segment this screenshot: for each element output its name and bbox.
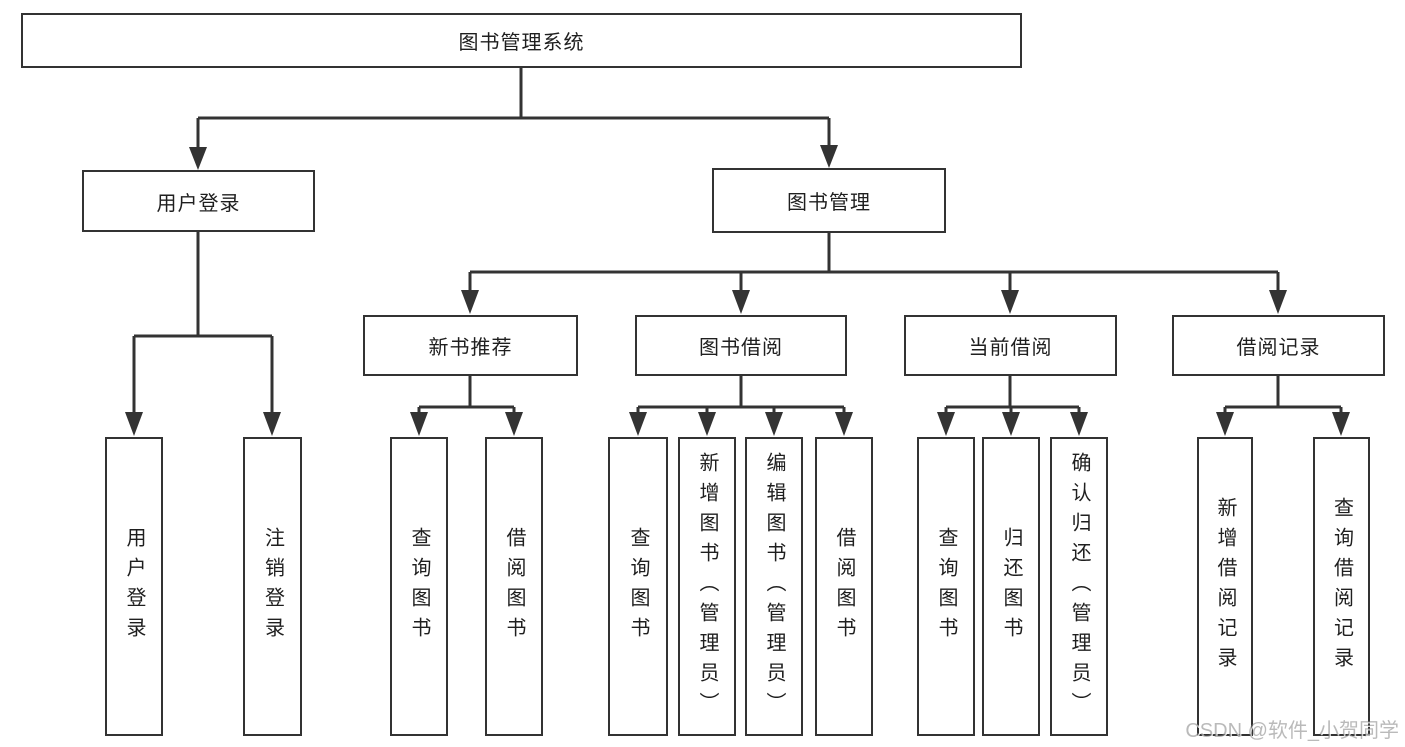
node-current-borrowing: 当前借阅	[904, 315, 1117, 376]
node-label: 借阅记录	[1236, 337, 1321, 359]
node-book-management: 图书管理	[712, 168, 946, 233]
node-label: 归还图书	[1000, 526, 1022, 647]
node-add-borrow-record: 新增借阅记录	[1197, 437, 1253, 736]
node-label: 查询图书	[408, 526, 430, 647]
node-borrow-books: 借阅图书	[815, 437, 873, 736]
node-label: 新书推荐	[428, 337, 513, 359]
node-query-books-borrow: 查询图书	[608, 437, 668, 736]
node-label: 用户登录	[156, 192, 241, 215]
node-return-books: 归还图书	[982, 437, 1040, 736]
node-label: 查询图书	[627, 526, 649, 647]
node-confirm-return-admin: 确认归还（管理员）	[1050, 437, 1108, 736]
node-new-book-recommend: 新书推荐	[363, 315, 578, 376]
node-label: 新增借阅记录	[1214, 496, 1236, 677]
node-query-books-current: 查询图书	[917, 437, 975, 736]
node-label: 图书管理系统	[458, 32, 585, 54]
node-label: 新增图书（管理员）	[696, 451, 718, 722]
node-label: 借阅图书	[833, 526, 855, 647]
node-label: 编辑图书（管理员）	[763, 451, 785, 722]
node-label: 用户登录	[123, 526, 145, 647]
node-add-books-admin: 新增图书（管理员）	[678, 437, 736, 736]
node-query-books-recommend: 查询图书	[390, 437, 448, 736]
arrowheads	[125, 145, 1350, 436]
node-label: 图书管理	[787, 192, 871, 214]
node-label: 图书借阅	[699, 337, 783, 359]
node-label: 当前借阅	[968, 337, 1053, 359]
node-logout: 注销登录	[243, 437, 302, 736]
node-borrow-books-recommend: 借阅图书	[485, 437, 543, 736]
node-edit-books-admin: 编辑图书（管理员）	[745, 437, 803, 736]
node-label: 借阅图书	[503, 526, 525, 647]
node-user-login: 用户登录	[82, 170, 315, 232]
node-label: 查询借阅记录	[1330, 496, 1353, 677]
node-label: 确认归还（管理员）	[1068, 451, 1090, 722]
node-label: 查询图书	[935, 526, 957, 647]
node-query-borrow-record: 查询借阅记录	[1313, 437, 1370, 736]
node-book-borrowing: 图书借阅	[635, 315, 847, 376]
node-root: 图书管理系统	[21, 13, 1022, 68]
node-user-login-action: 用户登录	[105, 437, 163, 736]
node-label: 注销登录	[261, 526, 284, 647]
node-borrowing-records: 借阅记录	[1172, 315, 1385, 376]
